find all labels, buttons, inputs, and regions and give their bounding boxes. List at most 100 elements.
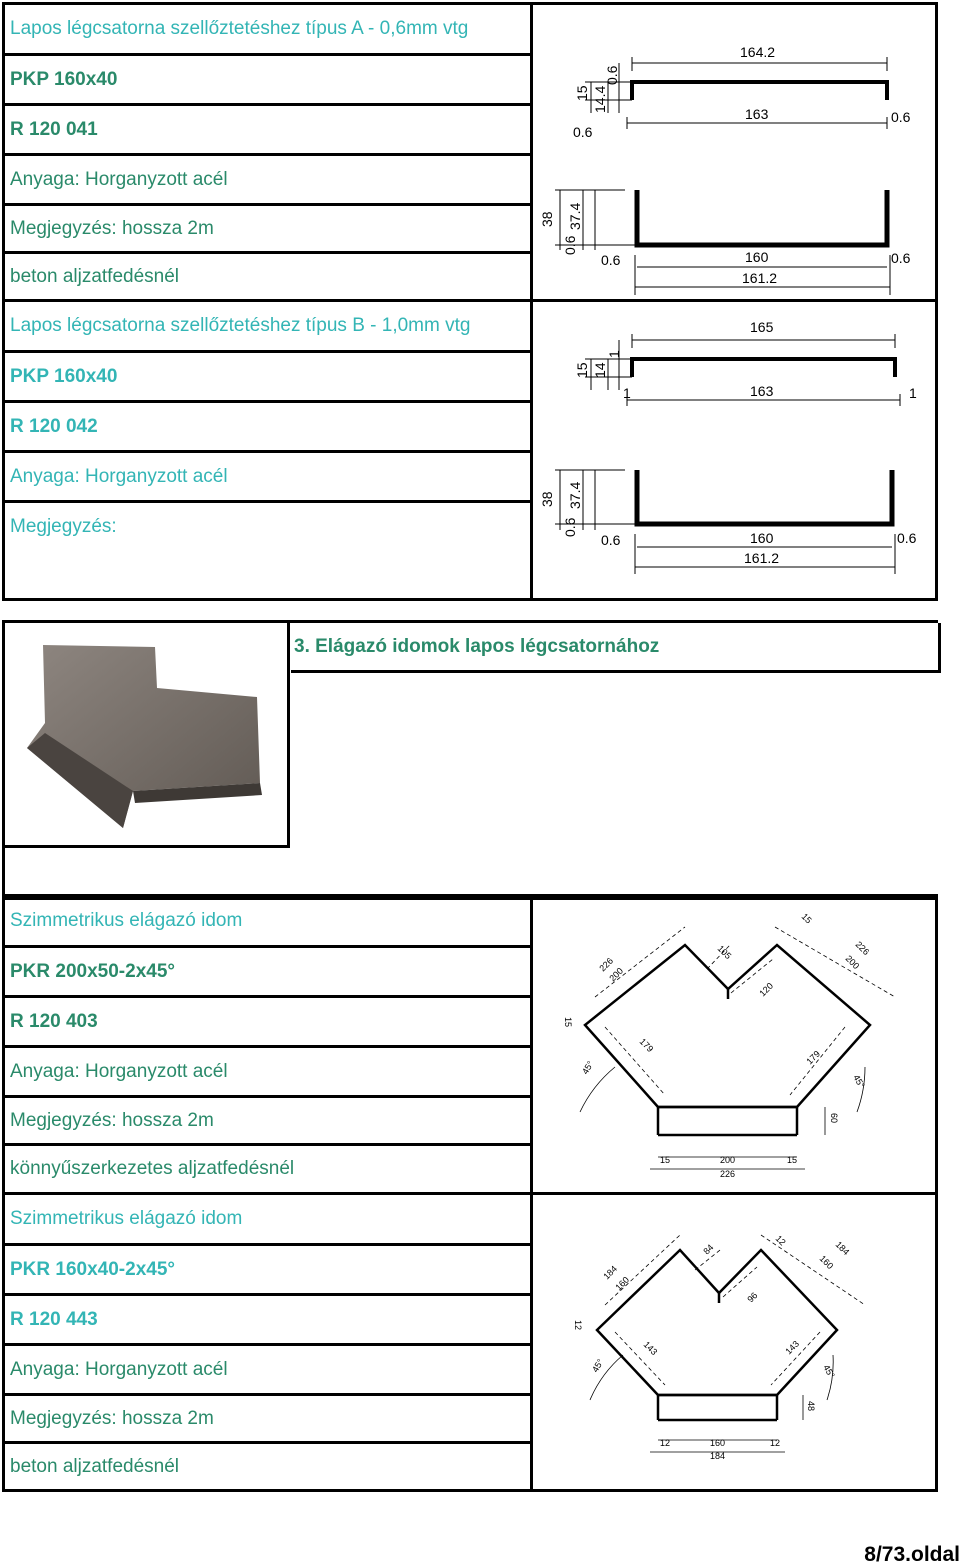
product-ref: R 120 443 (5, 1296, 532, 1346)
dim-d9: 179 (804, 1049, 822, 1067)
product-material: Anyaga: Horganyzott acél (5, 1048, 532, 1098)
dim-h1: 15 (574, 362, 590, 378)
profile-drawing-a: 164.2 163 0.6 0.6 15 14.4 0.6 38 37.4 0.… (539, 44, 911, 295)
dim-width: 165 (750, 319, 774, 335)
column-divider (530, 897, 533, 1192)
column-divider (530, 302, 533, 598)
product-code: PKR 160x40-2x45° (5, 1246, 532, 1296)
dim-b-h3: 0.6 (562, 517, 578, 537)
dim-d1: 184 (601, 1264, 619, 1282)
angle-right: 45° (821, 1363, 837, 1380)
branch-drawing-c: 226 200 105 120 15 226 200 179 179 60 20… (563, 911, 896, 1179)
product-material: Anyaga: Horganyzott acél (5, 1346, 532, 1396)
product-ref: R 120 041 (5, 106, 532, 156)
branch-drawing-d: 184 160 84 96 12 184 160 143 143 48 160 … (573, 1233, 866, 1461)
dim-d8: 179 (638, 1036, 656, 1054)
product-note: Megjegyzés: (10, 516, 117, 537)
dim-b-outer: 161.2 (742, 270, 777, 286)
dim-d12: 184 (710, 1451, 725, 1461)
dim-b-h1: 38 (539, 491, 555, 507)
dim-h3: 1 (606, 350, 622, 358)
product-material: Anyaga: Horganyzott acél (5, 156, 532, 206)
dim-d5: 15 (800, 911, 814, 925)
column-divider (530, 5, 533, 299)
column-divider (530, 1195, 533, 1489)
branch-fitting-photo (27, 645, 262, 828)
dim-t-right: 1 (909, 385, 917, 401)
dim-b-t-left: 0.6 (601, 252, 621, 268)
dim-d7: 200 (844, 953, 862, 971)
dim-inner: 163 (750, 383, 774, 399)
dim-d7: 160 (818, 1253, 836, 1271)
dim-t-left: 0.6 (573, 124, 593, 140)
dim-d8: 143 (642, 1339, 660, 1357)
product-title: Szimmetrikus elágazó idom (5, 897, 532, 948)
product-note: Megjegyzés: hossza 2m (5, 206, 532, 254)
dim-inner: 163 (745, 106, 769, 122)
dim-d14: 12 (770, 1438, 780, 1448)
dim-d6: 184 (834, 1239, 852, 1257)
dim-h3: 0.6 (604, 65, 620, 85)
dim-d13: 15 (660, 1155, 670, 1165)
dim-d11: 160 (710, 1438, 725, 1448)
dim-b-h2: 37.4 (567, 203, 583, 230)
dim-b-t-right: 0.6 (897, 530, 917, 546)
dim-d3: 84 (701, 1242, 715, 1256)
dim-t-left: 1 (623, 385, 631, 401)
dim-b-h1: 38 (539, 211, 555, 227)
section-right-edge (938, 623, 941, 673)
dim-d4: 96 (745, 1290, 759, 1304)
dim-b-outer: 161.2 (744, 550, 779, 566)
dim-d14: 15 (787, 1155, 797, 1165)
product-note-2: beton aljzatfedésnél (10, 265, 180, 287)
dim-d3: 105 (716, 943, 734, 961)
product-code: PKR 200x50-2x45° (5, 948, 532, 998)
dim-b-t-left: 0.6 (601, 532, 621, 548)
page-number: 8/73.oldal (864, 1543, 960, 1566)
product-code: PKP 160x40 (5, 353, 532, 403)
product-note-2: könnyűszerkezetes aljzatfedésnél (10, 1158, 295, 1179)
dim-d6: 226 (854, 939, 872, 957)
dim-h1: 15 (574, 85, 590, 101)
dim-d10: 60 (829, 1113, 839, 1123)
product-block-b: Lapos légcsatorna szellőztetéshez típus … (2, 299, 938, 601)
product-note: Megjegyzés: hossza 2m (5, 1098, 532, 1146)
product-block-c: Szimmetrikus elágazó idom PKR 200x50-2x4… (2, 894, 938, 1195)
product-ref: R 120 403 (5, 998, 532, 1048)
dim-h2: 14.4 (592, 86, 608, 113)
section-3-block: 3. Elágazó idomok lapos légcsatornához (2, 620, 941, 900)
dim-d13: 12 (660, 1438, 670, 1448)
product-title: Lapos légcsatorna szellőztetéshez típus … (5, 5, 532, 56)
product-block-d: Szimmetrikus elágazó idom PKR 160x40-2x4… (2, 1192, 938, 1492)
dim-width: 164.2 (740, 44, 775, 60)
dim-d2: 200 (607, 966, 625, 984)
dim-d12: 226 (720, 1169, 735, 1179)
product-title: Szimmetrikus elágazó idom (5, 1195, 532, 1246)
section-photo-frame (5, 623, 290, 848)
angle-left: 45° (580, 1059, 596, 1076)
angle-left: 45° (590, 1357, 606, 1374)
product-title: Lapos légcsatorna szellőztetéshez típus … (5, 302, 532, 353)
dim-d11: 200 (720, 1155, 735, 1165)
dim-d15: 12 (573, 1320, 583, 1330)
product-note: Megjegyzés: hossza 2m (5, 1396, 532, 1444)
dim-d4: 120 (757, 981, 775, 999)
profile-drawing-b: 165 163 1 1 15 14 1 38 37.4 0.6 160 161.… (539, 319, 917, 574)
dim-b-inner: 160 (750, 530, 774, 546)
product-block-a: Lapos légcsatorna szellőztetéshez típus … (2, 2, 938, 302)
dim-b-t-right: 0.6 (891, 250, 911, 266)
dim-b-h2: 37.4 (567, 482, 583, 509)
dim-h2: 14 (592, 362, 608, 378)
dim-d2: 160 (613, 1275, 631, 1293)
product-code: PKP 160x40 (5, 56, 532, 106)
product-note-2: beton aljzatfedésnél (10, 1455, 180, 1477)
dim-b-h3: 0.6 (562, 235, 578, 255)
dim-b-inner: 160 (745, 249, 769, 265)
product-ref: R 120 042 (5, 403, 532, 453)
dim-d10: 48 (806, 1401, 816, 1411)
section-title: 3. Elágazó idomok lapos légcsatornához (291, 623, 941, 673)
dim-t-right: 0.6 (891, 109, 911, 125)
dim-d15: 15 (563, 1017, 573, 1027)
product-material: Anyaga: Horganyzott acél (5, 453, 532, 503)
dim-d9: 143 (783, 1339, 801, 1357)
